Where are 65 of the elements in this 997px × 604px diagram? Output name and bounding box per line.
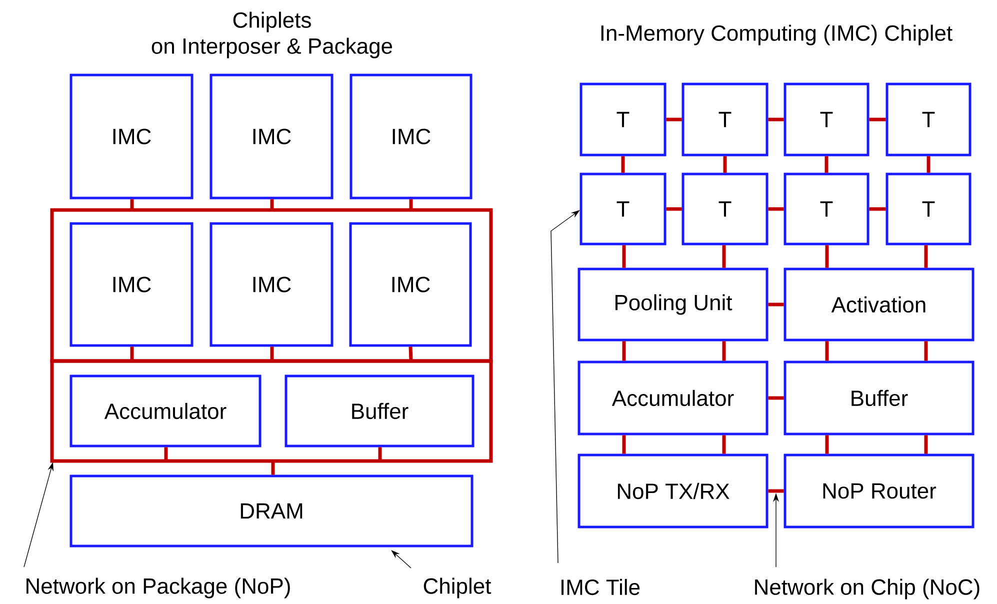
link [768, 489, 784, 493]
link [869, 118, 886, 122]
link [409, 199, 413, 210]
link [825, 245, 829, 268]
link [924, 245, 928, 268]
link [271, 461, 275, 475]
component-box: IMC [70, 222, 194, 347]
link [722, 435, 726, 454]
annotation-text: Network on Package (NoP) [26, 578, 290, 598]
component-box: IMC [210, 222, 334, 347]
link [924, 435, 928, 454]
link [378, 447, 382, 461]
component-box: Activation [784, 268, 974, 342]
component-box: NoP TX/RX [578, 454, 768, 528]
leader-line [391, 550, 412, 568]
component-box: DRAM [70, 474, 474, 548]
network-bus [50, 359, 493, 463]
component-box: IMC [210, 74, 334, 200]
component-box: IMC [349, 222, 472, 347]
link [768, 396, 784, 400]
link [824, 156, 828, 173]
tile-box: T [784, 172, 870, 246]
heading: Chiplets on Interposer & Package [152, 12, 392, 58]
link [130, 199, 134, 210]
tile-box: T [886, 172, 972, 246]
link [723, 156, 727, 173]
link [666, 207, 682, 211]
tile-box: T [682, 82, 768, 156]
link [270, 346, 274, 361]
link [270, 199, 274, 210]
link [666, 118, 682, 122]
link [926, 156, 930, 173]
annotation-text: Network on Chip (NoC) [755, 578, 980, 600]
component-box: IMC [70, 74, 194, 200]
annotation-text: Chiplet [424, 578, 492, 598]
link [408, 346, 413, 362]
link [622, 245, 626, 268]
link [825, 341, 829, 361]
tile-box: T [580, 172, 666, 246]
link [621, 156, 625, 173]
component-box: Buffer [784, 360, 974, 436]
tile-box: T [580, 82, 666, 156]
component-box: Accumulator [70, 374, 262, 448]
component-box: Accumulator [578, 360, 768, 436]
link [622, 341, 626, 361]
component-box: NoP Router [784, 454, 974, 528]
tile-box: T [682, 172, 768, 246]
link [825, 435, 829, 454]
link [768, 302, 784, 306]
link [869, 207, 886, 211]
tile-box: T [886, 82, 972, 156]
link [768, 207, 784, 211]
link [722, 341, 726, 361]
tile-box: T [784, 82, 870, 156]
link [622, 435, 626, 454]
annotation-text: IMC Tile [562, 578, 640, 596]
link [130, 346, 134, 361]
link [768, 118, 784, 122]
component-box: Buffer [284, 374, 474, 448]
component-box: IMC [350, 74, 472, 200]
component-box: Pooling Unit [578, 268, 768, 342]
link [722, 245, 726, 268]
heading: In-Memory Computing (IMC) Chiplet [601, 24, 952, 46]
link [924, 341, 928, 361]
link [164, 447, 168, 461]
